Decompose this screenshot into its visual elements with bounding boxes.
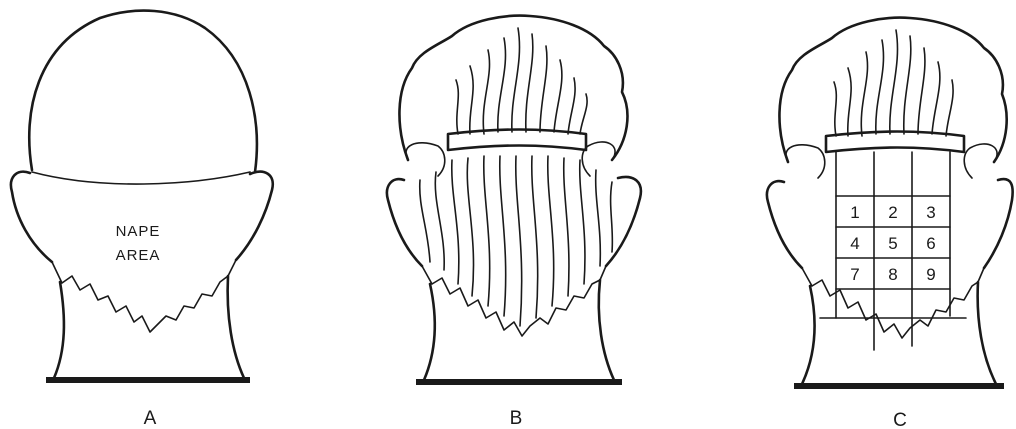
hair-clip-b	[448, 130, 586, 151]
section-number-3: 3	[926, 203, 935, 222]
neck-base-b	[416, 379, 622, 385]
panel-b: B	[387, 16, 641, 429]
upper-hair-strands-b	[456, 28, 587, 134]
section-number-7: 7	[850, 265, 859, 284]
panel-letter-c: C	[893, 410, 907, 429]
section-number-6: 6	[926, 234, 935, 253]
section-number-9: 9	[926, 265, 935, 284]
panel-a: NAPE AREA A	[11, 11, 273, 429]
hair-clip-c	[826, 132, 964, 153]
upper-hair-strands-c	[834, 30, 953, 136]
section-number-8: 8	[888, 265, 897, 284]
head-outline-a	[11, 11, 273, 378]
section-number-1: 1	[850, 203, 859, 222]
section-number-5: 5	[888, 234, 897, 253]
head-outline-b	[387, 16, 641, 380]
panel-letter-a: A	[144, 408, 157, 429]
neck-base-a	[46, 377, 250, 383]
section-numbers: 1 2 3 4 5 6 7 8 9	[850, 203, 935, 284]
nape-label-line2: AREA	[116, 247, 161, 264]
panel-letter-b: B	[510, 408, 523, 429]
panel-c: 1 2 3 4 5 6 7 8 9 C	[767, 18, 1013, 429]
section-number-2: 2	[888, 203, 897, 222]
nape-label-line1: NAPE	[116, 223, 161, 240]
head-outline-c	[767, 18, 1013, 384]
nape-hair-strands-b	[420, 156, 613, 326]
lower-hairline-b	[422, 266, 606, 336]
neck-base-c	[794, 383, 1004, 389]
section-number-4: 4	[850, 234, 859, 253]
